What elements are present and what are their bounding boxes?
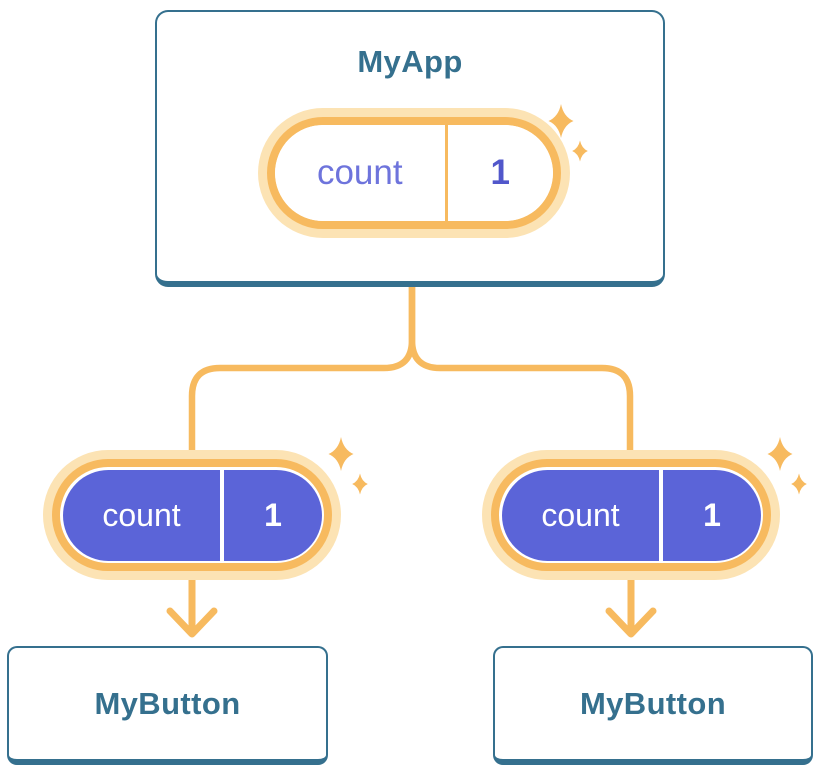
state-pill-ring: count 1: [267, 117, 561, 229]
component-title: MyButton: [579, 685, 727, 721]
arrow-right-icon: [605, 576, 657, 638]
state-label: count: [316, 153, 403, 192]
component-node-mybutton-left: MyButton: [7, 646, 328, 765]
state-value: 1: [264, 496, 282, 533]
state-label: count: [102, 496, 181, 533]
state-label: count: [541, 496, 620, 533]
component-title: MyButton: [94, 685, 241, 721]
state-divider: [444, 125, 448, 221]
state-pill-ring: count 1: [52, 459, 332, 571]
sparkle-icon: [767, 437, 807, 495]
sparkle-icon: [548, 104, 588, 162]
state-pill-child-left: count 1: [43, 450, 341, 580]
state-divider: [220, 469, 225, 561]
state-pill-child-right: count 1: [482, 450, 780, 580]
state-pill-ring: count 1: [491, 459, 771, 571]
component-node-mybutton-right: MyButton: [493, 646, 813, 765]
sparkle-icon: [328, 437, 368, 495]
component-title: MyApp: [357, 44, 463, 79]
branch-right-line: [408, 282, 634, 456]
arrow-left-icon: [166, 576, 218, 638]
state-value: 1: [703, 496, 721, 533]
state-value: 1: [490, 153, 511, 192]
state-divider: [659, 469, 664, 561]
state-pill-root: count 1: [258, 108, 570, 238]
